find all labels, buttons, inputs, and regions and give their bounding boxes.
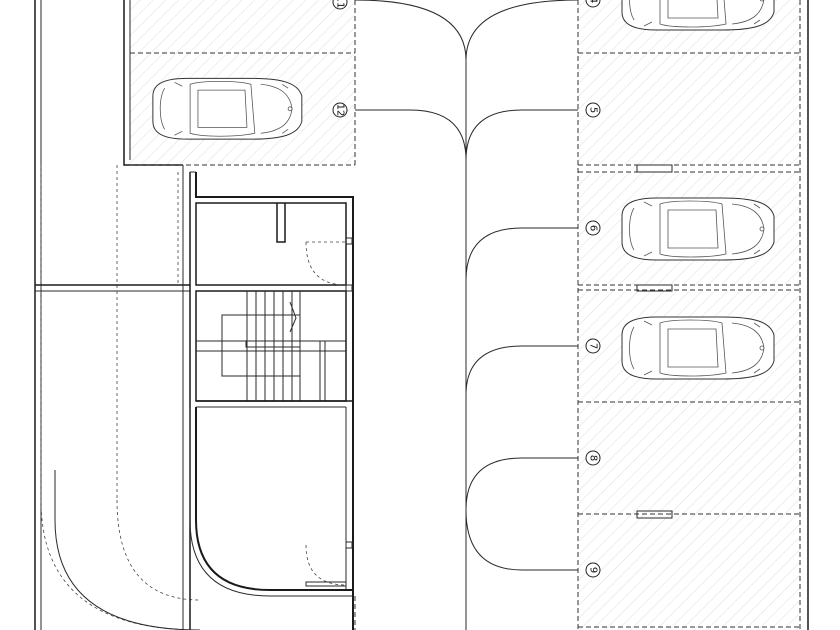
stair-enclosure — [195, 290, 347, 402]
door-jamb — [305, 581, 347, 587]
lift-notch — [276, 203, 286, 243]
svg-text:9: 9 — [588, 567, 599, 573]
column-marker — [636, 284, 673, 292]
stair-treads — [196, 291, 346, 401]
ramp-curve-inner — [116, 499, 201, 601]
aisle-flow-12 — [355, 109, 467, 161]
parked-car-bay-7 — [621, 316, 775, 380]
bay-number-4: 4 — [585, 0, 601, 8]
svg-text:12: 12 — [335, 104, 346, 117]
svg-text:11: 11 — [335, 0, 346, 8]
bay-number-11: 11 — [332, 0, 348, 10]
bay-8-hatch — [578, 402, 800, 514]
column-marker — [636, 164, 673, 173]
core-top-wall — [195, 172, 354, 630]
bay-number-7: 7 — [585, 338, 601, 354]
svg-text:8: 8 — [588, 455, 599, 461]
bay-9-hatch — [578, 514, 800, 630]
door-jamb — [345, 541, 353, 549]
aisle-flow-line-top-left — [354, 0, 467, 61]
bay-number-9: 9 — [585, 562, 601, 578]
parked-car-bay-6 — [621, 197, 775, 261]
aisle-flow-line-top-right — [465, 0, 579, 61]
bay-number-5: 5 — [585, 102, 601, 118]
lower-room-curved-wall-inner — [189, 407, 353, 597]
door-jamb — [345, 284, 353, 292]
door-jamb — [345, 237, 353, 245]
parked-car-bay-4 — [621, 0, 775, 31]
bay-number-12: 12 — [332, 102, 348, 118]
aisle-flow-8 — [465, 457, 578, 571]
column-marker — [636, 510, 673, 519]
aisle-flow-7 — [465, 345, 578, 396]
svg-text:6: 6 — [588, 225, 599, 231]
ramp-curve-outer — [40, 499, 201, 630]
lower-door-swing — [305, 544, 347, 586]
svg-text:5: 5 — [588, 107, 599, 113]
aisle-flow-5 — [465, 109, 578, 161]
bay-11-hatch — [130, 0, 355, 53]
lift-shaft — [195, 202, 347, 286]
bay-5-hatch — [578, 53, 800, 165]
parked-car-bay-12 — [152, 77, 303, 140]
ramp-curve-solid — [54, 470, 201, 630]
lift-door-swing — [305, 241, 347, 286]
stair-direction-arrow — [289, 301, 297, 333]
aisle-flow-6 — [465, 227, 578, 281]
lower-room-curved-wall — [195, 407, 353, 591]
bay-number-6: 6 — [585, 220, 601, 236]
svg-text:7: 7 — [588, 343, 599, 349]
bay-number-8: 8 — [585, 450, 601, 466]
svg-text:4: 4 — [588, 0, 599, 3]
